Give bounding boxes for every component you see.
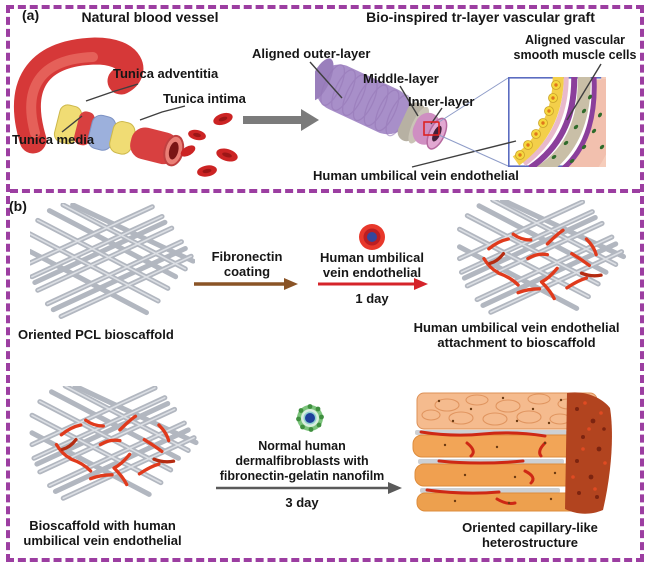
nhdf-label: Normal human dermalfibroblasts with fibr…	[219, 439, 385, 483]
duration-3-day-label: 3 day	[285, 495, 319, 510]
tunica-adventitia-label: Tunica adventitia	[113, 66, 219, 81]
huvec-label-panel-a: Human umbilical vein endothelial	[313, 168, 519, 183]
panel-divider	[10, 189, 640, 193]
attachment-label: Human umbilical vein endothelial attachm…	[413, 320, 620, 351]
gray-arrow	[243, 109, 319, 131]
brown-arrow	[194, 278, 298, 290]
duration-1-day-label: 1 day	[355, 291, 389, 306]
huvec-cell-icon	[359, 224, 385, 250]
inner-layer-label: Inner-layer	[408, 94, 475, 109]
bioscaffold-with-huvec-illustration	[450, 200, 635, 322]
heterostructure-illustration	[412, 392, 612, 514]
aligned-vsmc-label: Aligned vascular smooth muscle cells	[513, 33, 637, 62]
dark-arrow	[216, 482, 402, 494]
vessel-wall-inset	[508, 77, 606, 167]
red-blood-cells	[180, 112, 238, 177]
bioscaffold-with-huvec-illustration-2	[25, 386, 205, 508]
tunica-media-label: Tunica media	[12, 132, 95, 147]
pcl-bioscaffold-illustration	[30, 203, 195, 328]
heterostructure-label: Oriented capillary-like heterostructure	[462, 520, 598, 551]
fibronectin-coating-label: Fibronectin coating	[211, 249, 283, 280]
aligned-outer-layer-label: Aligned outer-layer	[252, 46, 371, 61]
panel-a-left-title: Natural blood vessel	[81, 9, 219, 25]
bioscaffold-huvec-label: Bioscaffold with human umbilical vein en…	[23, 518, 182, 549]
pcl-scaffold-label: Oriented PCL bioscaffold	[18, 327, 174, 342]
panel-a-tag: (a)	[22, 7, 40, 23]
middle-layer-label: Middle-layer	[363, 71, 439, 86]
nhdf-cell-icon	[296, 404, 324, 432]
blood-vessel-illustration	[13, 37, 238, 177]
panel-b-tag: (b)	[9, 198, 27, 214]
panel-a-right-title: Bio-inspired tr-layer vascular graft	[366, 9, 595, 25]
tunica-intima-label: Tunica intima	[163, 91, 246, 106]
huvec-cells-label: Human umbilical vein endothelial	[319, 250, 425, 281]
